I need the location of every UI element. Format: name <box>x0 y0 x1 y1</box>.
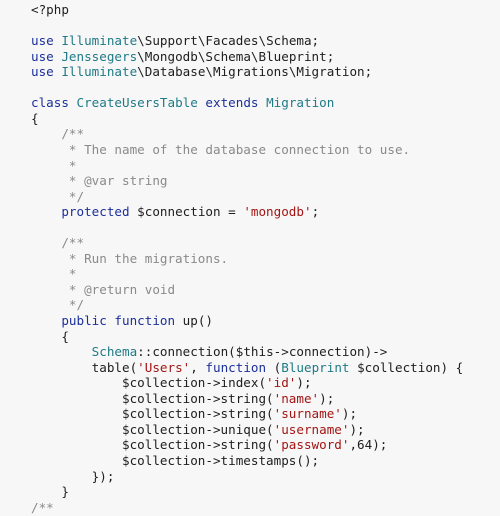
code-line: $collection->unique('username'); <box>31 422 365 438</box>
code-line: } <box>31 484 69 500</box>
code-token: /** <box>31 499 54 515</box>
code-line: $collection->index('id'); <box>31 375 312 391</box>
code-token: class <box>31 95 77 111</box>
code-line: use Illuminate\Support\Facades\Schema; <box>31 33 319 49</box>
code-token: use <box>31 64 62 80</box>
code-token: Illuminate <box>61 33 138 49</box>
code-token: 'username' <box>273 421 350 437</box>
code-line: { <box>31 329 69 345</box>
code-line: }); <box>31 468 115 485</box>
code-line: public function up() <box>31 313 213 329</box>
code-token: { <box>31 328 69 344</box>
code-line: { <box>31 111 39 127</box>
code-token: * <box>31 266 77 282</box>
code-token: } <box>31 484 69 500</box>
code-line: * Run the migrations. <box>31 251 228 267</box>
code-token: * <box>31 157 77 173</box>
code-line: /** <box>31 500 54 516</box>
code-token: Jenssegers <box>61 48 138 64</box>
code-token: function <box>114 313 183 328</box>
code-token: */ <box>31 297 85 313</box>
code-line: <?php <box>31 2 69 18</box>
code-token: /** <box>31 126 85 142</box>
code-line: * @return void <box>31 282 175 298</box>
code-token: , <box>190 359 206 375</box>
code-token: ( <box>273 359 282 375</box>
code-token: Illuminate <box>61 64 138 80</box>
code-token: ); <box>341 406 358 422</box>
code-line: */ <box>31 297 84 313</box>
code-token: \Support\Facades\Schema; <box>137 33 320 49</box>
code-token: Migration <box>266 95 335 111</box>
code-token: $collection->string( <box>31 406 274 422</box>
code-token: * @return void <box>31 281 176 297</box>
code-token: $collection->timestamps(); <box>31 452 320 468</box>
code-token: use <box>31 48 62 64</box>
code-line: use Illuminate\Database\Migrations\Migra… <box>31 64 372 80</box>
code-line: $collection->string('surname'); <box>31 406 357 422</box>
code-token: { <box>31 110 39 126</box>
code-line: * @var string <box>31 173 168 189</box>
code-token: ; <box>311 204 320 220</box>
code-token: /** <box>31 235 85 251</box>
code-line: use Jenssegers\Mongodb\Schema\Blueprint; <box>31 49 334 65</box>
code-token: 'id' <box>266 375 297 391</box>
code-token <box>31 344 92 359</box>
code-token: 'surname' <box>273 406 342 422</box>
code-token: $connection = <box>137 204 244 220</box>
code-token: use <box>31 33 62 49</box>
code-token: $collection->index( <box>31 375 267 391</box>
code-line: $collection->string('name'); <box>31 391 334 407</box>
code-token: ); <box>296 375 312 391</box>
code-token: 'password' <box>273 437 350 453</box>
code-token: * @var string <box>31 173 168 189</box>
code-token: \Database\Migrations\Migration; <box>137 64 373 80</box>
code-line: */ <box>31 189 84 205</box>
code-line: Schema::connection($this->connection)-> <box>31 344 388 360</box>
code-token: protected <box>31 204 138 220</box>
code-token: 'Users' <box>137 359 191 375</box>
code-token: $collection) { <box>349 359 464 375</box>
code-token: public <box>31 313 115 328</box>
code-line: /** <box>31 235 84 251</box>
code-token: $collection->unique( <box>31 421 274 437</box>
code-token: ); <box>319 390 335 406</box>
code-line: * The name of the database connection to… <box>31 142 410 158</box>
code-token: CreateUsersTable <box>76 95 198 111</box>
code-token: \Mongodb\Schema\Blueprint; <box>137 48 335 64</box>
code-line: * <box>31 266 77 282</box>
code-token: * The name of the database connection to… <box>31 141 411 157</box>
code-token: $collection->string( <box>31 390 274 406</box>
code-token: 'mongodb' <box>243 204 312 220</box>
code-line: table('Users', function (Blueprint $coll… <box>31 359 464 376</box>
code-token: extends <box>197 95 267 111</box>
code-token: */ <box>31 188 85 204</box>
code-token: * Run the migrations. <box>31 250 229 266</box>
code-token: table( <box>31 359 138 375</box>
code-line: $collection->timestamps(); <box>31 453 319 469</box>
code-token: ); <box>349 421 365 437</box>
code-token: <?php <box>31 2 69 17</box>
code-token: up() <box>182 313 213 328</box>
code-line: * <box>31 158 77 174</box>
code-token: $collection->string( <box>31 437 274 453</box>
code-token: Blueprint <box>281 359 350 375</box>
code-line: $collection->string('password',64); <box>31 437 387 453</box>
code-token: ::connection($this->connection)-> <box>137 344 388 360</box>
code-token: }); <box>31 468 115 484</box>
code-line: protected $connection = 'mongodb'; <box>31 204 319 220</box>
code-token: function <box>205 359 274 375</box>
code-token: ,64); <box>349 437 388 453</box>
code-token: Schema <box>91 344 138 360</box>
code-line: /** <box>31 126 84 142</box>
code-token: 'name' <box>273 390 320 406</box>
code-line: class CreateUsersTable extends Migration <box>31 95 334 111</box>
